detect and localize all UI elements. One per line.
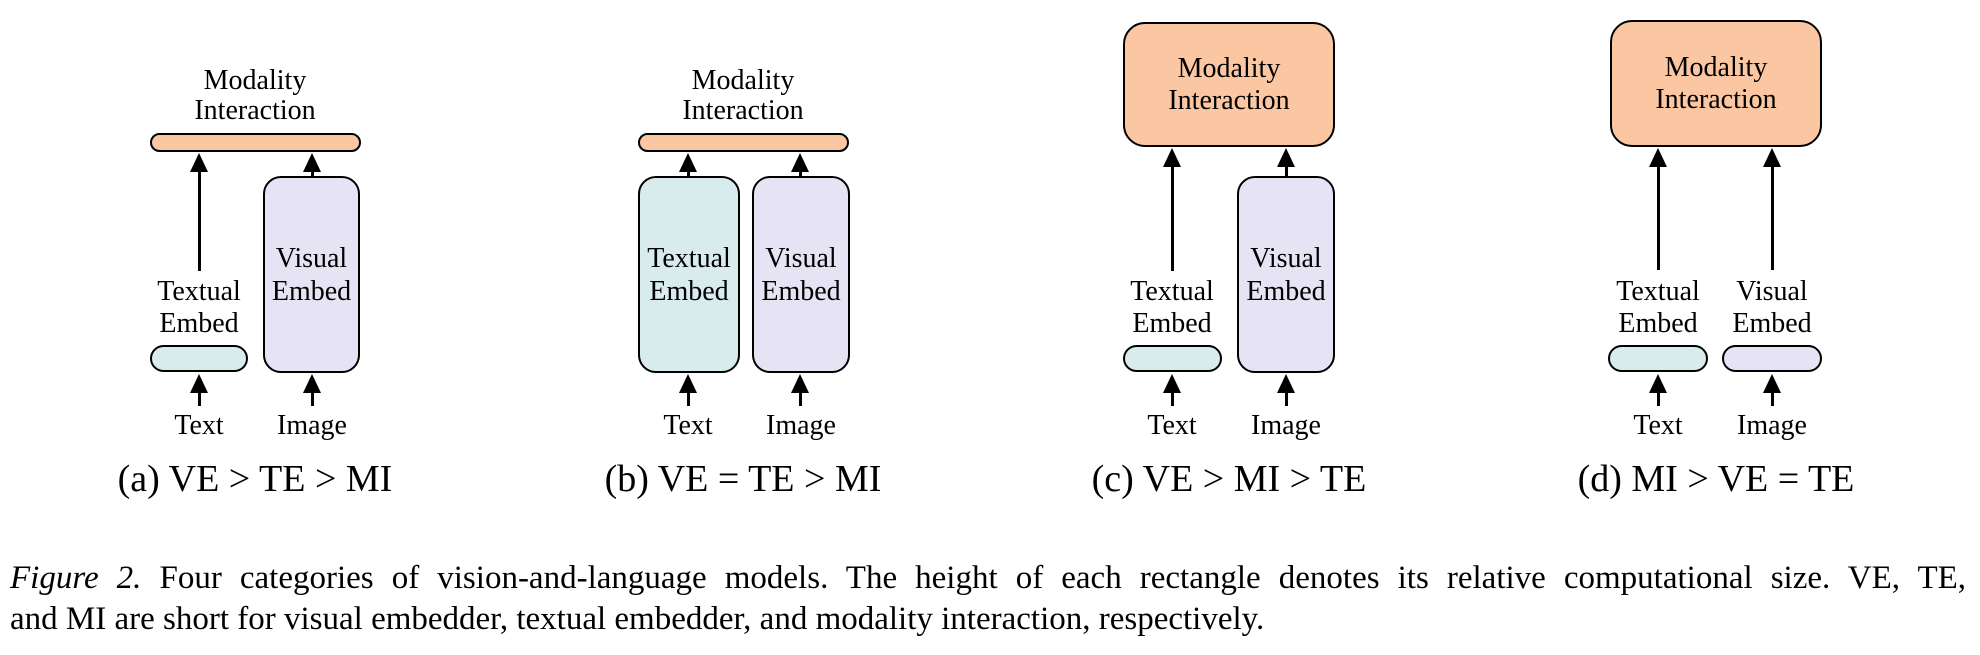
modality-interaction-box: Modality Interaction [1123, 22, 1335, 147]
up-arrow [1163, 374, 1181, 406]
arrowhead-icon [1763, 374, 1781, 393]
figure-caption-line2: and MI are short for visual embedder, te… [10, 601, 1265, 637]
up-arrow [1277, 148, 1295, 176]
textual-embed-label: Textual Embed [1616, 276, 1700, 339]
arrowhead-icon [190, 153, 208, 172]
subcaption-c: (c) VE > MI > TE [1091, 458, 1367, 500]
visual-embed-box: Visual Embed [263, 176, 360, 373]
visual-embed-box-label: Visual Embed [761, 242, 841, 307]
up-arrow [1649, 374, 1667, 406]
subcaption-a: (a) VE > TE > MI [117, 458, 393, 500]
textual-embed-pill [1608, 345, 1708, 372]
visual-embed-pill [1722, 345, 1822, 372]
figure-caption: Figure 2. Four categories of vision-and-… [10, 558, 1966, 640]
arrowhead-icon [1649, 148, 1667, 167]
arrowhead-icon [1763, 148, 1781, 167]
modality-interaction-label: Modality Interaction [682, 65, 804, 126]
textual-embed-label: Textual Embed [157, 276, 241, 339]
up-arrow [190, 374, 208, 406]
arrowhead-icon [679, 374, 697, 393]
arrowhead-icon [1277, 148, 1295, 167]
arrowhead-icon [1649, 374, 1667, 393]
arrowhead-icon [1277, 374, 1295, 393]
text-input-label: Text [174, 410, 224, 441]
arrowhead-icon [791, 153, 809, 172]
text-input-label: Text [663, 410, 713, 441]
up-arrow [303, 374, 321, 406]
visual-embed-box-label: Visual Embed [271, 242, 352, 307]
visual-embed-box-label: Visual Embed [1246, 242, 1326, 307]
modality-interaction-bar [638, 133, 849, 152]
text-input-label: Text [1633, 410, 1683, 441]
figure-caption-line1: Figure 2. Four categories of vision-and-… [10, 558, 1966, 599]
figure-caption-tag: Figure 2. [10, 560, 142, 596]
up-arrow [679, 374, 697, 406]
textual-embed-pill [150, 345, 248, 372]
figure-caption-text: Four categories of vision-and-language m… [159, 560, 1967, 596]
up-arrow [1763, 374, 1781, 406]
image-input-label: Image [1251, 410, 1321, 441]
textual-embed-pill [1123, 345, 1222, 372]
image-input-label: Image [766, 410, 836, 441]
arrowhead-icon [1163, 374, 1181, 393]
textual-embed-box: Textual Embed [638, 176, 740, 373]
modality-interaction-label: Modality Interaction [1168, 52, 1290, 116]
modality-interaction-bar [150, 133, 361, 152]
up-arrow [1277, 374, 1295, 406]
modality-interaction-label: Modality Interaction [1655, 51, 1777, 115]
up-arrow [303, 153, 321, 176]
up-arrow [791, 153, 809, 176]
arrowhead-icon [1163, 148, 1181, 167]
text-input-label: Text [1147, 410, 1197, 441]
up-arrow [1163, 148, 1181, 271]
up-arrow [1763, 148, 1781, 270]
up-arrow [679, 153, 697, 176]
up-arrow [190, 153, 208, 271]
textual-embed-box-label: Textual Embed [647, 242, 731, 307]
subcaption-d: (d) MI > VE = TE [1577, 458, 1855, 500]
arrowhead-icon [679, 153, 697, 172]
arrowhead-icon [303, 153, 321, 172]
up-arrow [1649, 148, 1667, 270]
textual-embed-label: Textual Embed [1130, 276, 1214, 339]
modality-interaction-box: Modality Interaction [1610, 20, 1822, 147]
visual-embed-box: Visual Embed [1237, 176, 1335, 373]
subcaption-b: (b) VE = TE > MI [604, 458, 882, 500]
arrowhead-icon [303, 374, 321, 393]
arrowhead-icon [791, 374, 809, 393]
up-arrow [791, 374, 809, 406]
modality-interaction-label: Modality Interaction [194, 65, 316, 126]
visual-embed-box: Visual Embed [752, 176, 850, 373]
image-input-label: Image [1737, 410, 1807, 441]
arrowhead-icon [190, 374, 208, 393]
image-input-label: Image [277, 410, 347, 441]
visual-embed-label: Visual Embed [1732, 276, 1812, 339]
